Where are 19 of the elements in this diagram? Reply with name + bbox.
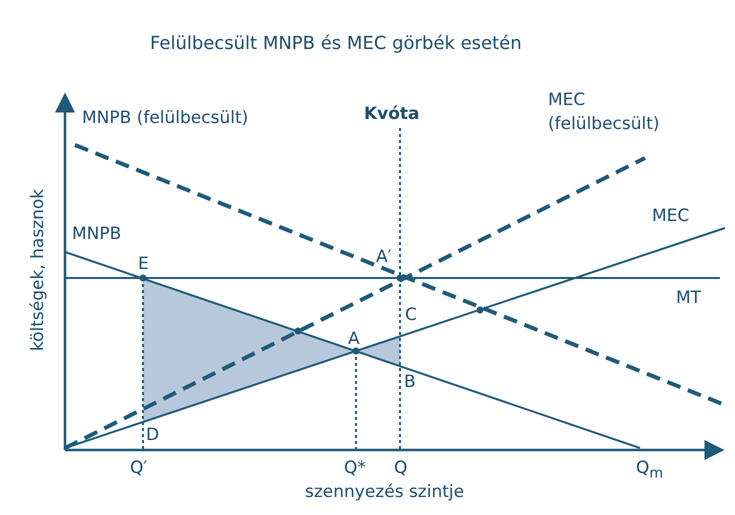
axis-label: Q	[394, 458, 408, 478]
axis-label: Q$_{m}$	[636, 458, 664, 484]
axis-title: költségek, hasznok	[28, 188, 48, 354]
curve-label: MEC (felülbecsült)	[548, 89, 661, 136]
axis-label: Q*	[344, 458, 366, 478]
point-label: D	[146, 425, 160, 445]
point-label: A	[348, 329, 360, 349]
line-label: MT	[676, 288, 702, 308]
chart-title: Felülbecsült MNPB és MEC görbék esetén	[150, 34, 522, 54]
point-label: E	[138, 254, 149, 274]
axis-label: Q′	[130, 458, 148, 478]
line-label: Kvóta	[364, 104, 420, 124]
curve-label: MNPB (felülbecsült)	[82, 107, 250, 130]
curve-label: MNPB	[72, 224, 122, 244]
point-label: C	[405, 305, 417, 325]
axis-title: szennyezés szintje	[305, 482, 464, 502]
point-label: B	[404, 372, 416, 392]
point-label: A′	[376, 247, 392, 267]
curve-label: MEC	[652, 206, 690, 226]
